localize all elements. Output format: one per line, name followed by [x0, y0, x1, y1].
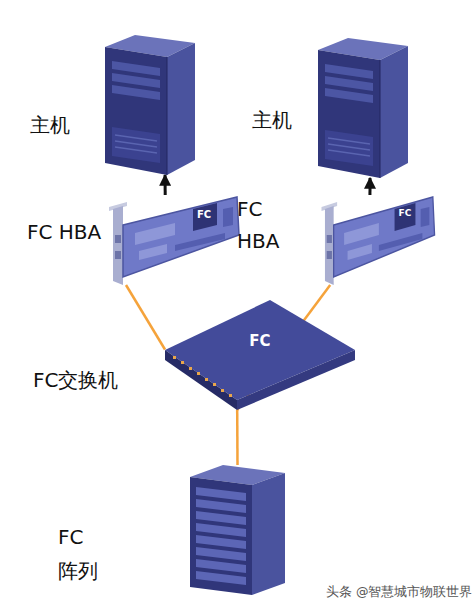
device-label: FC HBA: [27, 220, 101, 245]
shelf: [196, 511, 246, 525]
port: [173, 356, 176, 359]
port: [189, 367, 192, 370]
shelf: [196, 559, 246, 573]
hba-card: FCFC HBA: [105, 195, 245, 285]
device-mark: FC: [394, 208, 416, 219]
shelf: [196, 571, 246, 585]
device-label: FC 阵列: [58, 520, 106, 588]
switch-top: [165, 300, 355, 400]
port: [181, 361, 184, 364]
rack-side: [252, 473, 285, 595]
shelf: [196, 523, 246, 537]
rack-front: [190, 477, 252, 595]
fc-switch: FCFC交换机: [165, 300, 355, 410]
fc-array-rack: [190, 465, 285, 595]
hba-card: [109, 197, 239, 285]
hba-card: [321, 197, 434, 285]
fc-array: FC 阵列: [190, 465, 285, 595]
disk-shelves: [196, 487, 246, 585]
shelf: [196, 487, 246, 501]
port: [197, 372, 200, 375]
device-mark: FC: [191, 208, 217, 221]
fc-cable: [236, 410, 239, 465]
switch-front: [165, 350, 237, 410]
device-label: FC HBA: [237, 193, 285, 257]
device-mark: FC: [243, 332, 277, 351]
shelf: [196, 535, 246, 549]
device-label: FC交换机: [33, 368, 118, 393]
shelf: [196, 499, 246, 513]
install-arrow: [164, 175, 167, 195]
port: [205, 378, 208, 381]
server-tower: [318, 38, 408, 178]
fc-cable: [126, 285, 165, 350]
switch-side: [237, 350, 355, 410]
host-server: 主机: [318, 38, 408, 178]
device-label: 主机: [30, 113, 70, 138]
port: [229, 394, 232, 397]
device-label: 主机: [252, 108, 292, 133]
switch-ports: [173, 356, 232, 397]
fc-switch: [165, 300, 355, 410]
server-tower: [105, 35, 195, 175]
watermark: 头条 @智慧城市物联世界: [326, 584, 472, 601]
port: [213, 383, 216, 386]
shelf: [196, 547, 246, 561]
port: [221, 389, 224, 392]
install-arrow: [368, 178, 371, 195]
hba-card: FCFC HBA: [318, 195, 440, 285]
host-server: 主机: [105, 35, 195, 175]
